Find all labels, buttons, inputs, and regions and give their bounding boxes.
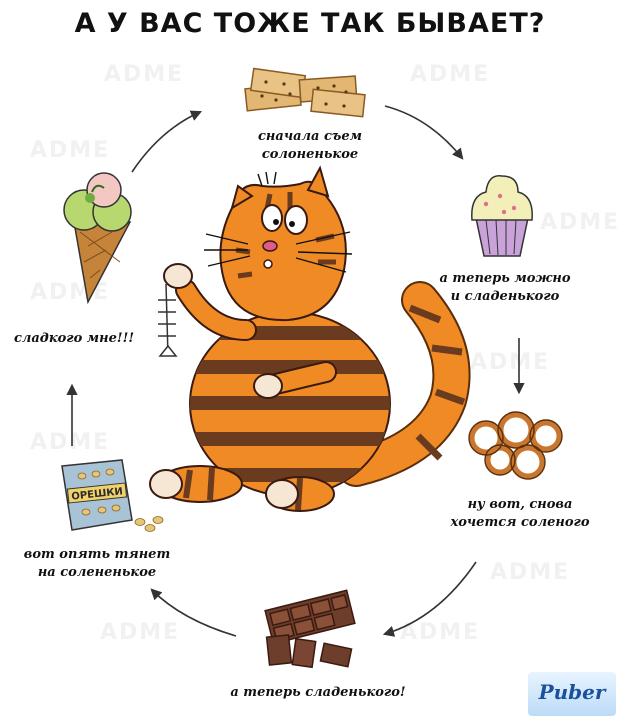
caption-line: а теперь можно [439, 271, 571, 286]
caption-line: на солененькое [37, 565, 157, 580]
page-title: А У ВАС ТОЖЕ ТАК БЫВАЕТ? [74, 8, 546, 39]
caption-cupcake: а теперь можно и сладенького [430, 270, 580, 306]
caption-line: сладкого мне!!! [13, 331, 135, 346]
cycle-arrow [131, 110, 203, 173]
cycle-arrow [150, 588, 237, 637]
caption-icecream: сладкого мне!!! [4, 330, 144, 348]
crackers-icon [244, 67, 366, 118]
watermark: ADME [100, 620, 181, 645]
logo-text: Puber [538, 680, 606, 704]
ice-cream-icon [63, 172, 132, 305]
watermark: ADME [540, 210, 620, 235]
chocolate-icon [264, 589, 356, 669]
pretzels-icon [468, 411, 563, 480]
cycle-arrow [384, 105, 464, 160]
caption-nuts: вот опять тянет на солененькое [12, 546, 182, 582]
watermark: ADME [104, 62, 185, 87]
caption-line: солоненькое [261, 147, 359, 162]
nuts-bag-label: ОРЕШКИ [71, 486, 123, 502]
caption-crackers: сначала съем солоненькое [240, 128, 380, 164]
watermark: ADME [410, 62, 491, 87]
cycle-arrow [382, 561, 477, 637]
fish-bone-icon [158, 283, 178, 357]
caption-line: и сладенького [450, 289, 560, 304]
cat-figure [149, 165, 471, 512]
cupcake-icon [471, 175, 533, 257]
watermark: ADME [400, 620, 481, 645]
publisher-logo: Puber [528, 672, 616, 716]
watermark: ADME [30, 138, 111, 163]
caption-line: а теперь сладенького! [230, 685, 406, 700]
caption-line: сначала съем [258, 129, 362, 144]
caption-line: вот опять тянет [23, 547, 171, 562]
caption-line: хочется соленого [450, 515, 590, 530]
caption-line: ну вот, снова [467, 497, 573, 512]
caption-chocolate: а теперь сладенького! [218, 684, 418, 702]
nuts-bag-icon: ОРЕШКИ [61, 459, 164, 532]
watermark: ADME [490, 560, 571, 585]
caption-pretzels: ну вот, снова хочется соленого [440, 496, 600, 532]
watermark: ADME [30, 430, 111, 455]
watermark: ADME [470, 350, 551, 375]
